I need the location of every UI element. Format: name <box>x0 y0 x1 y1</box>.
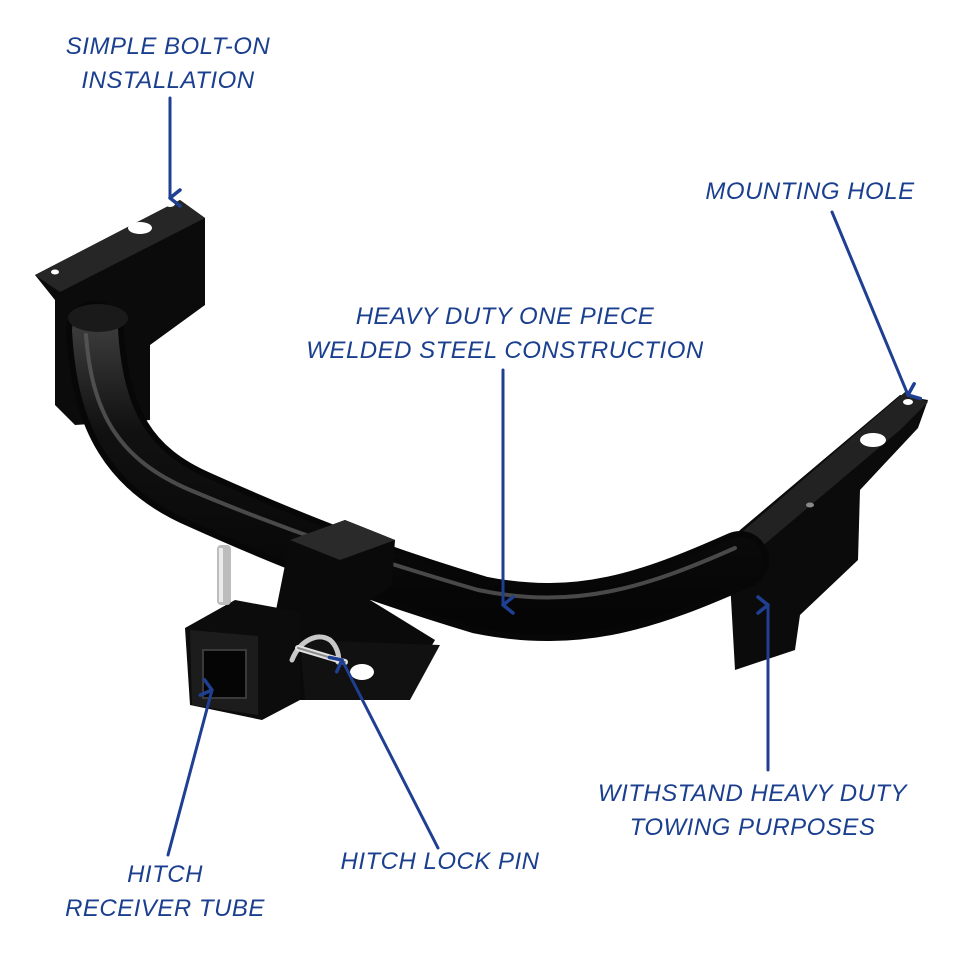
callout-receiver-tube: HITCH RECEIVER TUBE <box>60 858 270 926</box>
callout-text: HITCH <box>127 861 203 888</box>
bolt-hole-top <box>128 222 152 234</box>
receiver-assembly <box>185 520 440 720</box>
callout-steel-construction: HEAVY DUTY ONE PIECE WELDED STEEL CONSTR… <box>300 300 710 368</box>
arrow-receiver-tube <box>166 677 214 857</box>
callout-text: WELDED STEEL CONSTRUCTION <box>306 337 704 364</box>
callout-bolt-on-installation: SIMPLE BOLT-ON INSTALLATION <box>58 30 278 98</box>
callout-hitch-lock-pin: HITCH LOCK PIN <box>330 845 550 879</box>
mounting-hole-small <box>903 399 913 405</box>
bolt-hole-small <box>165 201 175 207</box>
callout-arrows <box>166 96 923 857</box>
callout-mounting-hole: MOUNTING HOLE <box>690 175 930 209</box>
callout-text: HITCH LOCK PIN <box>340 848 540 875</box>
arrow-mounting-hole <box>830 210 923 401</box>
bolt-hole-edge <box>51 269 59 275</box>
callout-text: INSTALLATION <box>81 67 255 94</box>
callout-text: RECEIVER TUBE <box>65 895 265 922</box>
callout-text: HEAVY DUTY ONE PIECE <box>355 303 655 330</box>
callout-text: WITHSTAND HEAVY DUTY <box>597 780 908 807</box>
arrow-lock-pin <box>327 655 440 850</box>
right-mounting-bracket <box>728 392 928 670</box>
callout-text: MOUNTING HOLE <box>705 178 915 205</box>
callout-text: TOWING PURPOSES <box>629 814 876 841</box>
mounting-hole-large <box>860 433 886 447</box>
callout-text: SIMPLE BOLT-ON <box>65 33 271 60</box>
callout-heavy-duty-towing: WITHSTAND HEAVY DUTY TOWING PURPOSES <box>585 777 920 845</box>
pin-hole <box>350 664 374 680</box>
